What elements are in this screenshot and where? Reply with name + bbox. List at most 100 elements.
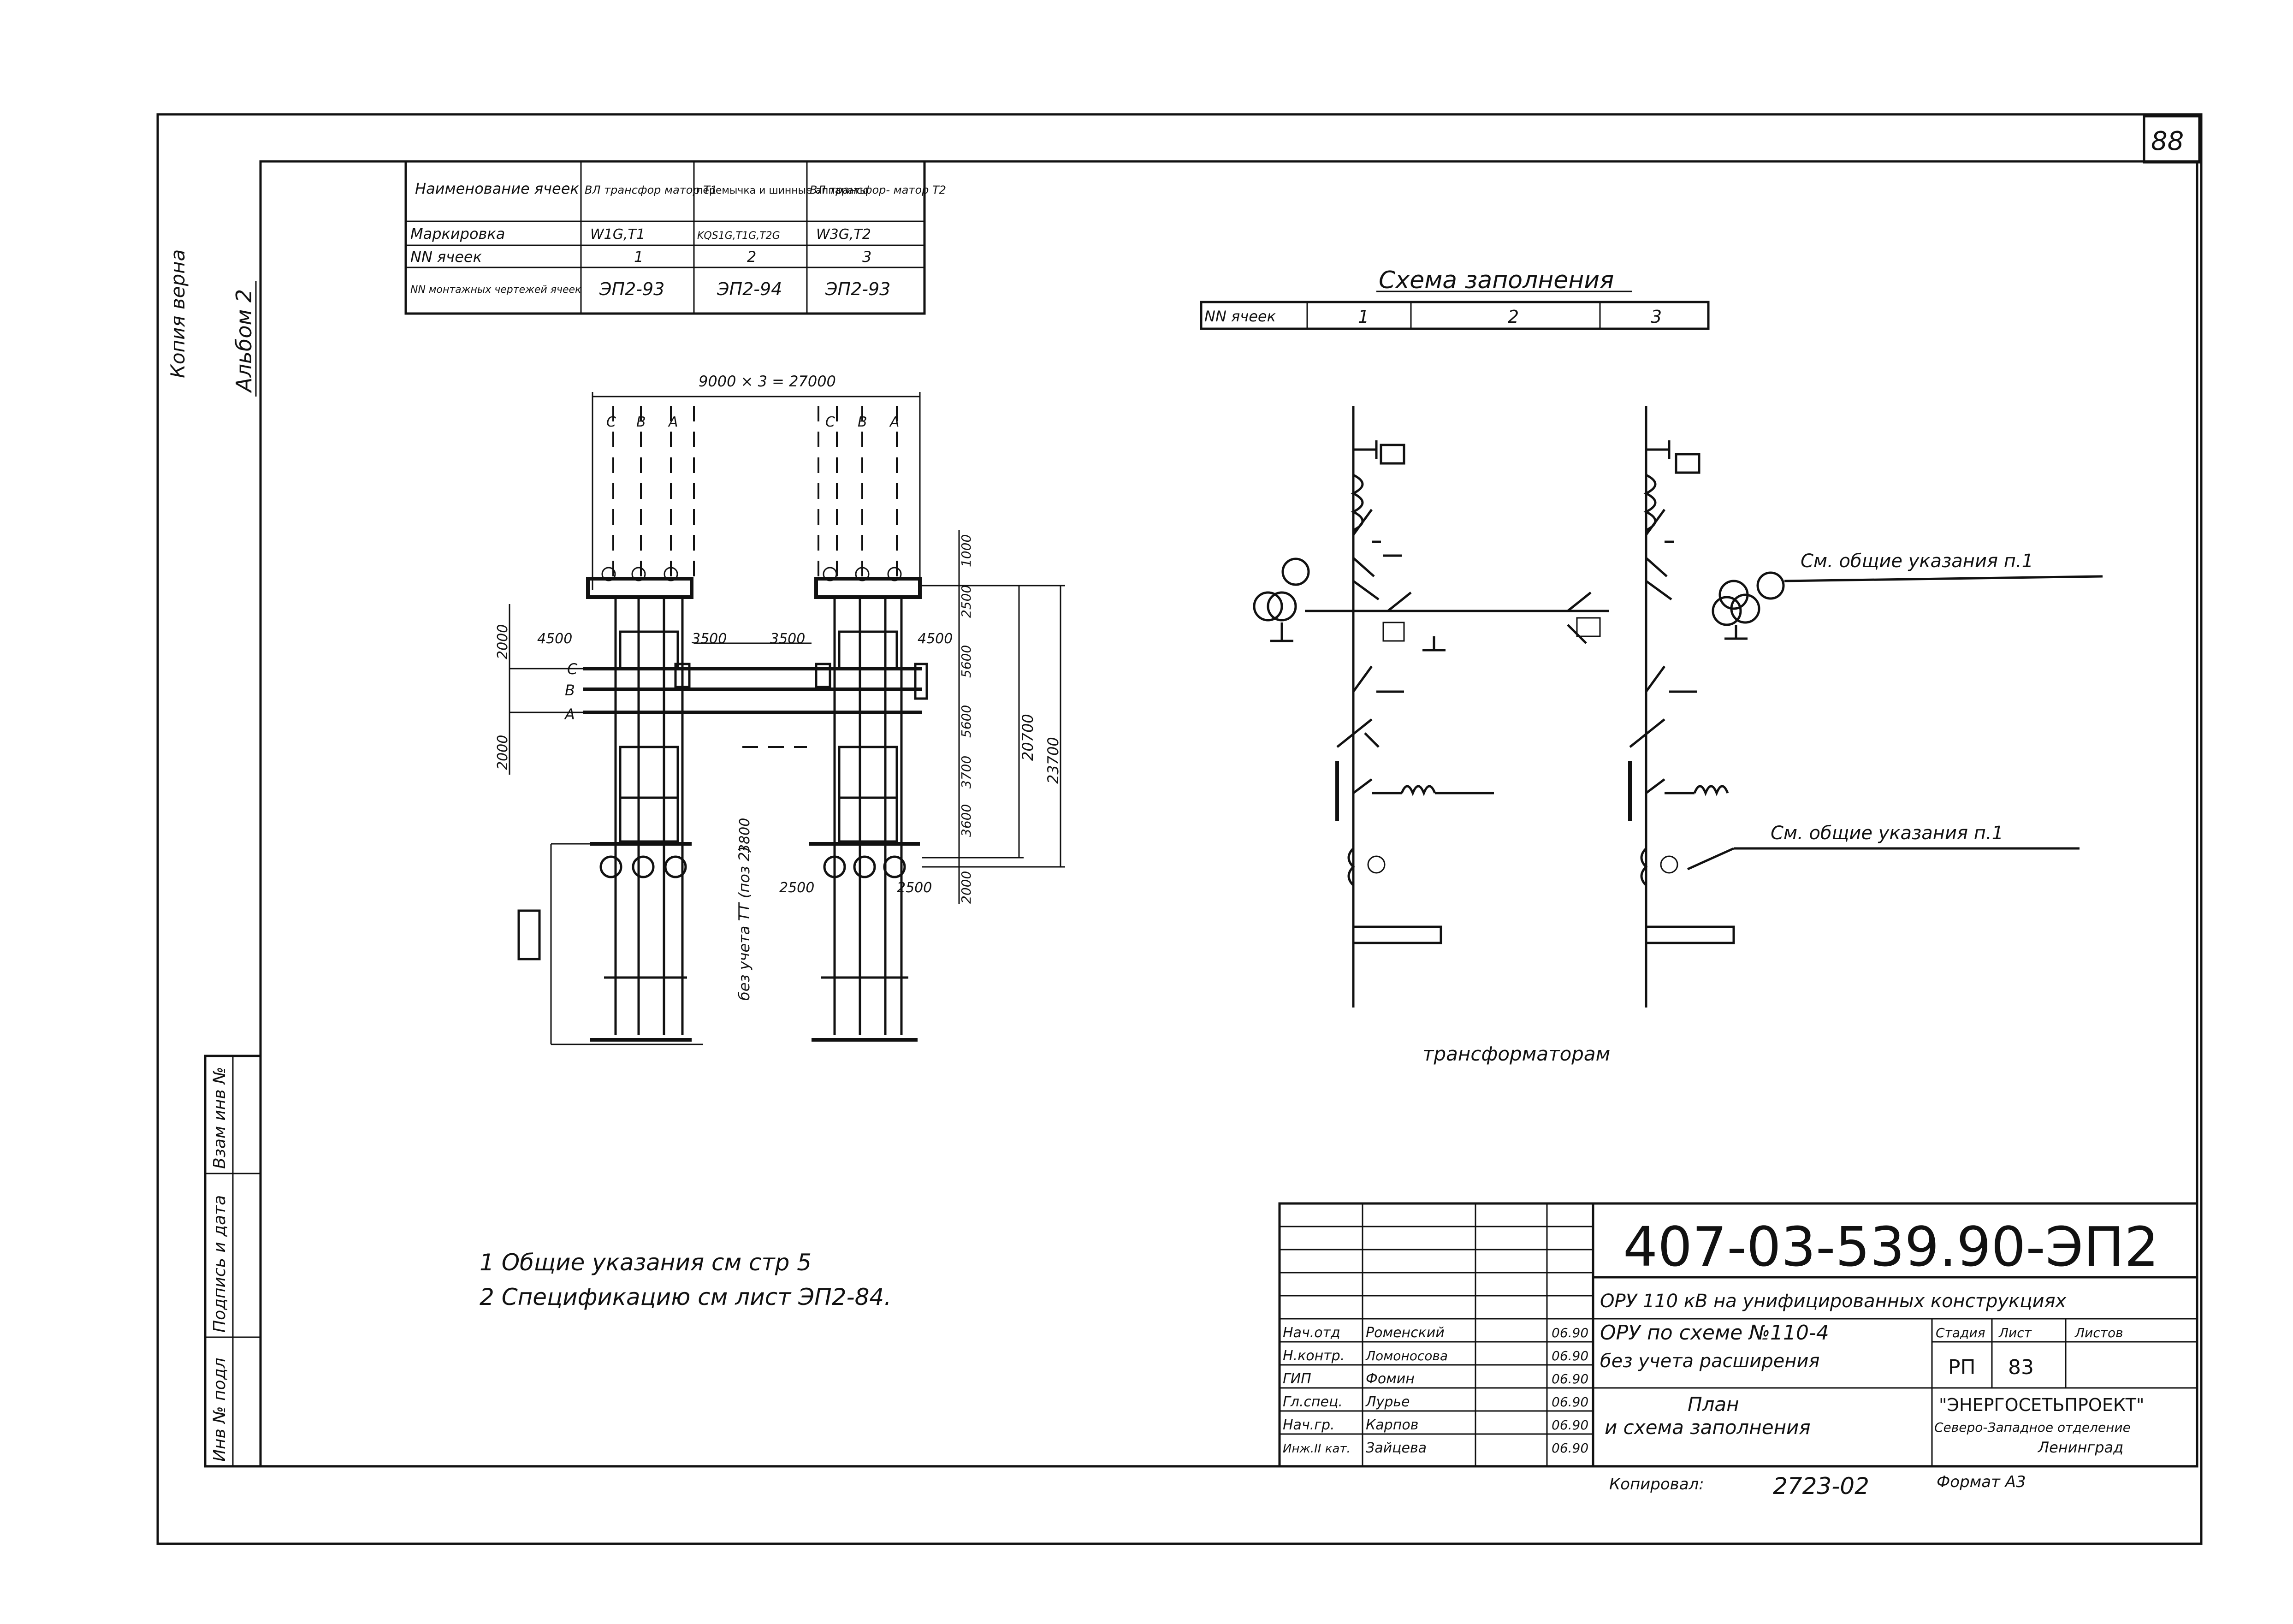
tbl-row1-v1: W1G,T1 bbox=[590, 226, 645, 243]
tbl-row2-v1: 1 bbox=[634, 248, 643, 266]
dim-h-3500-b: 3500 bbox=[770, 631, 805, 647]
bus-label-a: А bbox=[564, 705, 575, 723]
dim-bottom-2500-b: 2500 bbox=[897, 880, 932, 896]
dim-23700: 23700 bbox=[1044, 737, 1062, 784]
tbl-row1-label: Маркировка bbox=[410, 225, 505, 243]
plan-drawing bbox=[509, 392, 1065, 1045]
title-block bbox=[1278, 1202, 2198, 1468]
plan-top-dim: 9000 × 3 = 27000 bbox=[699, 373, 836, 390]
tb-desc-1: ОРУ по схеме №110-4 bbox=[1600, 1321, 1829, 1345]
tb-date-1: 06.90 bbox=[1552, 1325, 1588, 1340]
schema-cells-label: NN ячеек bbox=[1204, 308, 1276, 325]
album-label: Альбом 2 bbox=[231, 289, 256, 393]
copy-label: Копия верна bbox=[166, 249, 189, 378]
schema-cell-1: 1 bbox=[1358, 307, 1369, 327]
tb-role-4: Гл.спец. bbox=[1283, 1394, 1343, 1410]
plan-phase-c-right: С bbox=[825, 414, 835, 430]
tb-date-2: 06.90 bbox=[1552, 1348, 1588, 1363]
tb-name-6: Зайцева bbox=[1366, 1440, 1427, 1456]
tb-name-2: Ломоносова bbox=[1365, 1348, 1448, 1363]
dim-20700: 20700 bbox=[1019, 714, 1037, 761]
stamp-inv: Инв № подл bbox=[210, 1358, 229, 1462]
tb-date-4: 06.90 bbox=[1552, 1394, 1588, 1410]
dim-3800: 3800 bbox=[737, 818, 753, 853]
dim-r-2000: 2000 bbox=[959, 871, 974, 904]
tbl-row3-v3: ЭП2-93 bbox=[825, 279, 890, 299]
tbl-row2-label: NN ячеек bbox=[410, 248, 482, 266]
tb-name-4: Лурье bbox=[1365, 1394, 1410, 1410]
tb-stage: РП bbox=[1948, 1356, 1976, 1379]
tb-role-1: Нач.отд bbox=[1283, 1325, 1340, 1341]
tb-sheets-header: Листов bbox=[2074, 1325, 2123, 1340]
stamp-replace: Взам инв № bbox=[210, 1067, 229, 1169]
tbl-row1-v2: KQS1G,T1G,T2G bbox=[697, 230, 780, 242]
tb-copied-label: Копировал: bbox=[1609, 1475, 1704, 1494]
plan-phase-b-right: В bbox=[858, 414, 867, 430]
tb-date-5: 06.90 bbox=[1552, 1417, 1588, 1433]
bus-label-b: В bbox=[565, 682, 575, 699]
tb-name-5: Карпов bbox=[1366, 1417, 1418, 1433]
tb-subtitle: ОРУ 110 кВ на унифицированных конструкци… bbox=[1600, 1291, 2067, 1312]
note-1: 1 Общие указания см стр 5 bbox=[480, 1249, 812, 1276]
tb-sheet: 83 bbox=[2008, 1356, 2034, 1379]
tb-name-1: Роменский bbox=[1366, 1325, 1445, 1341]
schema-title: Схема заполнения bbox=[1379, 267, 1614, 294]
dim-h-4500-l: 4500 bbox=[537, 631, 572, 647]
tb-format: Формат А3 bbox=[1937, 1473, 2026, 1491]
note-2: 2 Спецификацию см лист ЭП2-84. bbox=[480, 1284, 891, 1310]
tb-sheet-header: Лист bbox=[1998, 1325, 2032, 1340]
tbl-row2-v3: 3 bbox=[862, 248, 871, 266]
plan-phase-a-left: А bbox=[668, 414, 678, 430]
dim-r-5600-b: 5600 bbox=[959, 705, 974, 738]
note-no-metering: без учета ТТ (поз 2) bbox=[735, 846, 753, 1001]
dim-r-1000: 1000 bbox=[959, 534, 974, 567]
page-number: 88 bbox=[2151, 126, 2184, 156]
schema-cell-2: 2 bbox=[1508, 307, 1519, 327]
dim-left-2000-a: 2000 bbox=[495, 624, 511, 659]
tb-role-2: Н.контр. bbox=[1283, 1348, 1345, 1364]
bus-label-c: С bbox=[567, 660, 578, 678]
tb-name-3: Фомин bbox=[1366, 1371, 1415, 1387]
tb-drawing-name-2: и схема заполнения bbox=[1605, 1416, 1811, 1439]
tb-org-3: Ленинград bbox=[2038, 1439, 2123, 1456]
tbl-row3-v2: ЭП2-94 bbox=[717, 279, 782, 299]
tbl-head-name: Наименование ячеек bbox=[415, 180, 579, 197]
tb-role-6: Инж.II кат. bbox=[1283, 1442, 1351, 1456]
tbl-row3-label: NN монтажных чертежей ячеек bbox=[410, 284, 581, 296]
dim-r-3600: 3600 bbox=[959, 804, 974, 837]
stamp-sign: Подпись и дата bbox=[210, 1195, 229, 1333]
tbl-row1-v3: W3G,T2 bbox=[816, 226, 871, 243]
tb-drawing-name-1: План bbox=[1688, 1393, 1739, 1416]
left-stamps bbox=[204, 1055, 262, 1468]
tb-date-6: 06.90 bbox=[1552, 1440, 1588, 1456]
tbl-row3-v1: ЭП2-93 bbox=[599, 279, 664, 299]
plan-phase-b-left: В bbox=[636, 414, 646, 430]
tbl-head-c2: перемычка и шинные аппараты bbox=[696, 185, 868, 196]
tb-role-3: ГИП bbox=[1283, 1371, 1311, 1387]
dim-h-4500-r: 4500 bbox=[918, 631, 953, 647]
plan-phase-a-right: А bbox=[889, 414, 900, 430]
dim-bottom-2500-a: 2500 bbox=[779, 880, 814, 896]
schema-transformers-label: трансформаторам bbox=[1422, 1043, 1610, 1065]
dim-r-3700: 3700 bbox=[959, 756, 974, 788]
tb-desc-2: без учета расширения bbox=[1600, 1351, 1819, 1372]
tb-org-2: Северо-Западное отделение bbox=[1934, 1420, 2131, 1435]
sheet-frame bbox=[156, 113, 2203, 1545]
schema-cells-row bbox=[1200, 301, 1710, 330]
schema-cell-3: 3 bbox=[1651, 307, 1662, 327]
tb-role-5: Нач.гр. bbox=[1283, 1417, 1335, 1433]
tbl-head-c1: ВЛ трансфор матор Т1 bbox=[585, 184, 717, 196]
dim-left-2000-b: 2000 bbox=[495, 735, 511, 770]
plan-phase-c-left: С bbox=[606, 414, 616, 430]
tb-date-3: 06.90 bbox=[1552, 1371, 1588, 1387]
tb-code: 407-03-539.90-ЭП2 bbox=[1623, 1215, 2159, 1279]
tb-stage-header: Стадия bbox=[1936, 1325, 1985, 1340]
tbl-head-c3: ВЛ трансфор- матор Т2 bbox=[810, 184, 946, 196]
single-line-diagram bbox=[1253, 406, 2103, 1008]
dim-h-3500-a: 3500 bbox=[692, 631, 727, 647]
dim-r-5600-a: 5600 bbox=[959, 645, 974, 678]
schema-note-2: См. общие указания п.1 bbox=[1771, 823, 2003, 844]
cells-table bbox=[404, 160, 926, 315]
tb-org-1: "ЭНЕРГОСЕТЬПРОЕКТ" bbox=[1939, 1395, 2145, 1415]
